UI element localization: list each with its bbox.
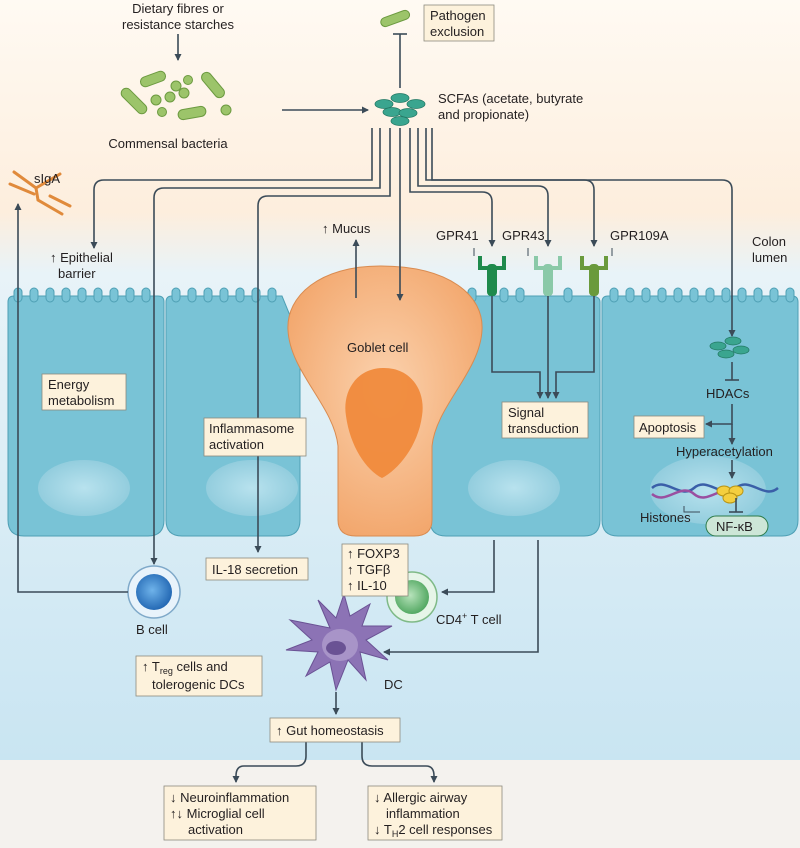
gpr41-label: GPR41	[436, 228, 479, 243]
mucus-label: ↑ Mucus	[322, 221, 371, 236]
tolerogenic-dcs-label: tolerogenic DCs	[152, 677, 245, 692]
siga-antibody-icon	[8, 170, 72, 216]
siga-label: sIgA	[34, 171, 60, 186]
signal-transduction-box	[501, 401, 589, 439]
nfkb-label: NF-κB	[716, 519, 753, 534]
nucleus	[468, 460, 560, 516]
pathogen-exclusion-box	[423, 4, 495, 42]
histone-dna-icon	[651, 483, 779, 504]
inflammasome-label: Inflammasome	[209, 421, 294, 436]
scfas-label: and propionate)	[438, 107, 529, 122]
inflammasome-box	[203, 417, 307, 457]
scfa-molecules-icon	[374, 93, 426, 126]
histones-label: Histones	[640, 510, 691, 525]
foxp3-label: ↑ FOXP3	[347, 546, 400, 561]
nucleus	[206, 460, 298, 516]
il10-label: ↑ IL-10	[347, 578, 387, 593]
treg-label: ↑ Treg cells and	[142, 659, 228, 676]
allergic-box	[367, 785, 503, 841]
treg-box	[135, 655, 263, 697]
neuroinflammation-label: ↓ Neuroinflammation	[170, 790, 289, 805]
colon-lumen-label: Colon	[752, 234, 786, 249]
colon-lumen-label: lumen	[752, 250, 787, 265]
hdacs-label: HDACs	[706, 386, 750, 401]
cd4-t-cell-label: CD4+ T cell	[436, 611, 502, 627]
epithelial-barrier-label: barrier	[58, 266, 96, 281]
nucleus	[38, 460, 130, 516]
energy-metabolism-label: metabolism	[48, 393, 114, 408]
apoptosis-box	[633, 415, 705, 439]
gut-homeostasis-box	[269, 717, 401, 743]
gpr109a-receptor-icon	[580, 256, 608, 296]
gpr41-receptor-icon	[478, 256, 506, 296]
gpr109a-label: GPR109A	[610, 228, 669, 243]
allergic-label: ↓ Allergic airway	[374, 790, 468, 805]
hyperacetylation-label: Hyperacetylation	[676, 444, 773, 459]
inflammasome-label: activation	[209, 437, 264, 452]
dietary-fibres-label: resistance starches	[122, 17, 234, 32]
pathogen-exclusion-label: Pathogen	[430, 8, 486, 23]
nfkb-box	[705, 515, 769, 537]
nucleus	[650, 456, 766, 524]
tgfb-label: ↑ TGFβ	[347, 562, 390, 577]
gpr43-receptor-icon	[534, 256, 562, 296]
goblet-nucleus	[345, 368, 423, 478]
microglial-label: ↑↓ Microglial cell	[170, 806, 265, 821]
apoptosis-label: Apoptosis	[639, 420, 697, 435]
il18-secretion-label: IL-18 secretion	[212, 562, 298, 577]
commensal-bacteria-label: Commensal bacteria	[108, 136, 228, 151]
b-cell-label: B cell	[136, 622, 168, 637]
signal-transduction-label: Signal	[508, 405, 544, 420]
epithelial-barrier-label: ↑ Epithelial	[50, 250, 113, 265]
th2-label: ↓ TH2 cell responses	[374, 822, 493, 839]
allergic-label: inflammation	[386, 806, 460, 821]
gpr43-label: GPR43	[502, 228, 545, 243]
scfas-label: SCFAs (acetate, butyrate	[438, 91, 583, 106]
pathogen-icon	[380, 9, 411, 28]
dc-label: DC	[384, 677, 403, 692]
goblet-cell	[287, 265, 483, 537]
goblet-cell-label: Goblet cell	[347, 340, 409, 355]
il18-box	[205, 557, 309, 581]
signal-transduction-label: transduction	[508, 421, 579, 436]
dietary-fibres-label: Dietary fibres or	[132, 1, 224, 16]
foxp3-box	[341, 543, 409, 597]
connector-lines	[14, 33, 743, 783]
neuroinflammation-box	[163, 785, 317, 841]
microglial-label: activation	[188, 822, 243, 837]
gut-homeostasis-label: ↑ Gut homeostasis	[276, 723, 384, 738]
b-cell-icon	[127, 565, 181, 619]
pathogen-exclusion-label: exclusion	[430, 24, 484, 39]
dendritic-cell-icon	[285, 592, 393, 692]
energy-metabolism-label: Energy	[48, 377, 90, 392]
energy-metabolism-box	[41, 373, 127, 411]
commensal-bacteria-icon	[120, 70, 232, 121]
scfa-hdac-icon	[709, 336, 750, 359]
